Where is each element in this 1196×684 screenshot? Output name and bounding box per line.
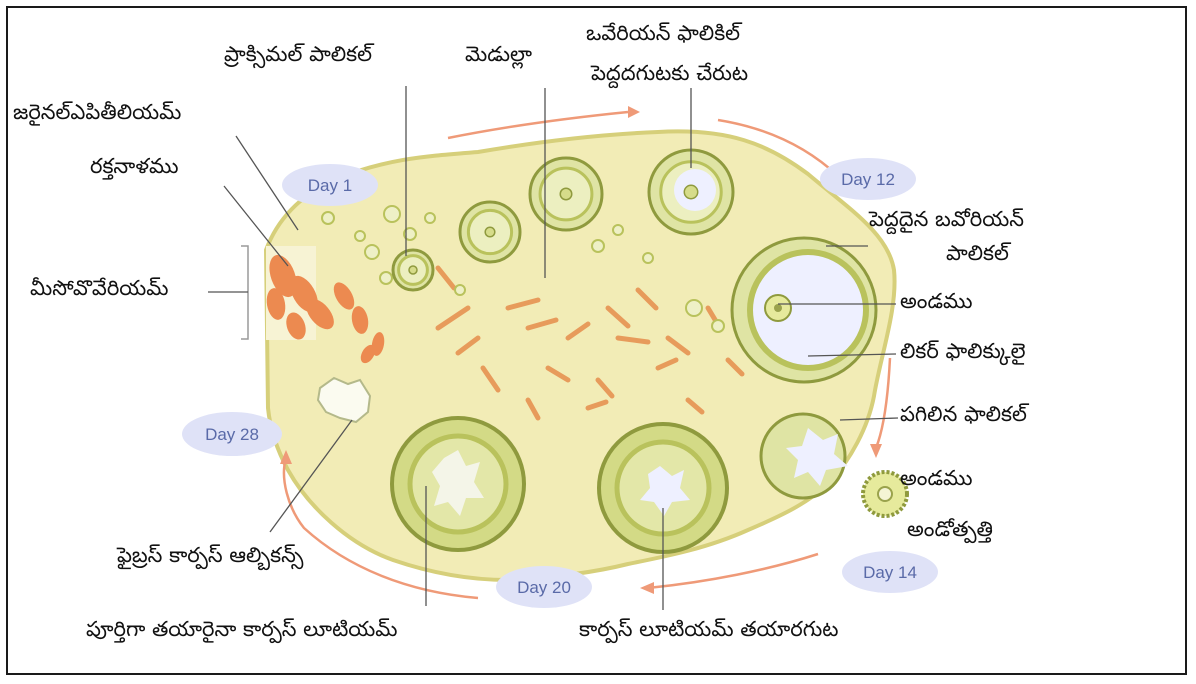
primordial-follicle <box>322 212 334 224</box>
label-blood-vessels: రక్తనాళము <box>90 152 179 180</box>
label-corpus-luteum-forming: కార్పస్ లూటియమ్ తయారగుట <box>579 615 838 643</box>
label-mature-corpus-luteum: పూర్తిగా తయారైనా కార్పస్ లూటియమ్ <box>86 615 398 643</box>
proximal-follicle-oocyte <box>409 266 417 274</box>
label-large-follicle-line1: పెద్దదైన బవోరియన్ <box>869 205 1024 233</box>
label-ruptured-follicle: పగిలిన ఫాలికల్ <box>900 400 1027 428</box>
day-badge-1-text: Day 1 <box>308 176 352 195</box>
arrow-head <box>628 106 640 118</box>
secondary-follicle-oocyte <box>560 188 572 200</box>
label-ovarian-follicle-line1: ఒవేరియన్ ఫాలికిల్ <box>586 19 740 47</box>
day-badge-14: Day 14 <box>842 551 938 593</box>
primordial-follicle <box>686 300 702 316</box>
label-ovarian-follicle-line2: పెద్దదగుటకు చేరుట <box>591 59 748 87</box>
graafian-follicle-ovum <box>774 304 782 312</box>
day-badge-28: Day 28 <box>182 412 282 456</box>
growing-follicle-oocyte <box>684 185 697 198</box>
label-ovum-lower: అండము <box>900 464 972 492</box>
primordial-follicle <box>425 213 435 223</box>
day-badge-20-text: Day 20 <box>517 578 571 597</box>
primordial-follicle <box>712 320 724 332</box>
label-corpus-albicans: ఫైబ్రస్ కార్పస్ ఆల్బికన్స్ <box>117 541 303 569</box>
primordial-follicle <box>380 272 392 284</box>
day-badge-1: Day 1 <box>282 164 378 206</box>
day-badge-12: Day 12 <box>820 158 916 200</box>
primordial-follicle <box>455 285 465 295</box>
released-ovum-nucleus <box>878 487 892 501</box>
day-badge-28-text: Day 28 <box>205 425 259 444</box>
primordial-follicle <box>365 245 379 259</box>
day-badge-14-text: Day 14 <box>863 563 917 582</box>
diagram-frame: Day 1 Day 12 Day 14 Day 20 Day 28 ప్రాక్సిమల… <box>6 6 1187 675</box>
arrow-bottom-right <box>648 554 818 588</box>
label-ovulation: అండోత్పత్తి <box>907 515 993 543</box>
day-badge-12-text: Day 12 <box>841 170 895 189</box>
primordial-follicle <box>355 231 365 241</box>
label-liquor-folliculi: లికర్ ఫాలిక్కులై <box>900 337 1025 365</box>
primordial-follicle <box>643 253 653 263</box>
label-medulla: మెడుల్లా <box>465 40 532 68</box>
label-mesovarium: మీసోవొవేరియమ్ <box>30 274 169 302</box>
primordial-follicle <box>384 206 400 222</box>
arrow-head <box>870 444 882 458</box>
label-ovum-upper: అండము <box>900 287 972 315</box>
label-germinal-epithelium: జరైనల్ఎపితీలియమ్ <box>13 98 181 126</box>
day-badge-20: Day 20 <box>496 566 592 608</box>
label-proximal-follicle: ప్రాక్సిమల్ పాలికల్ <box>224 40 372 68</box>
primary-follicle-oocyte <box>485 227 495 237</box>
primordial-follicle <box>592 240 604 252</box>
arrow-head <box>640 582 654 594</box>
label-large-follicle-line2: పాలికల్ <box>946 239 1009 267</box>
primordial-follicle <box>613 225 623 235</box>
